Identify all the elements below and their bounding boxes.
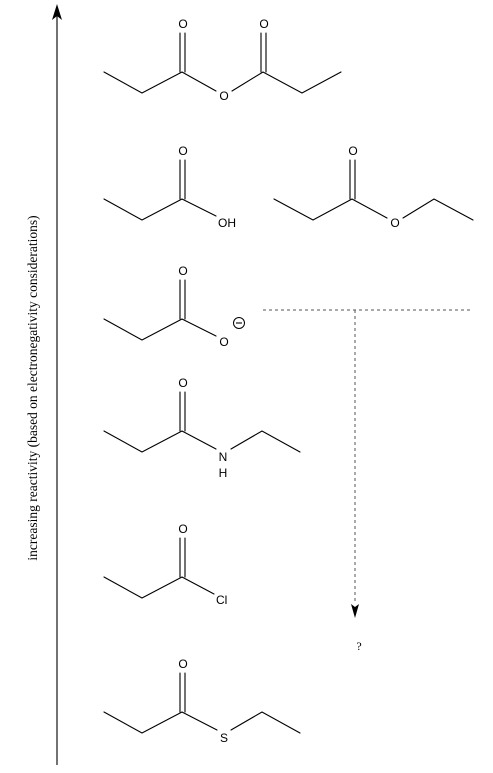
atom-oxygen: O	[390, 216, 399, 230]
molecule-propanoyl-chloride: O Cl	[103, 522, 227, 607]
arrow-down-icon	[351, 604, 359, 618]
axis-label: increasing reactivity (based on electron…	[25, 215, 40, 560]
molecule-n-ethylpropanamide: O N H	[103, 376, 301, 480]
molecule-ethyl-propanoate: O O	[273, 144, 474, 230]
bond-chain	[103, 576, 215, 599]
bond-chain	[103, 318, 217, 341]
bond-chain	[103, 430, 217, 453]
bond-chain	[402, 198, 474, 221]
bond-chain	[230, 711, 301, 734]
bond-chain	[103, 198, 217, 221]
atom-nitrogen: N	[219, 450, 228, 464]
atom-chlorine: Cl	[216, 593, 227, 607]
atom-oxygen: O	[178, 376, 187, 390]
atom-oxygen: O	[178, 17, 187, 31]
bond-chain	[273, 198, 388, 221]
atom-hydrogen: H	[219, 466, 228, 480]
axis-arrowhead	[52, 4, 62, 20]
atom-oxygen-anion: O	[219, 335, 228, 349]
bond-chain	[103, 711, 218, 734]
molecule-propanoic-acid: O OH	[103, 144, 236, 230]
molecule-propanoate: O O	[103, 264, 245, 349]
bond-chain	[230, 430, 301, 453]
bond-chain	[103, 71, 217, 94]
atom-oxygen: O	[178, 144, 187, 158]
negative-charge-icon	[233, 317, 245, 329]
atom-oxygen: O	[219, 89, 228, 103]
placement-guide: ?	[263, 309, 471, 653]
atom-oxygen: O	[178, 657, 187, 671]
molecule-propanoic-anhydride: O O O	[103, 17, 342, 103]
atom-oxygen: O	[259, 17, 268, 31]
atom-oxygen: O	[178, 522, 187, 536]
question-mark: ?	[356, 639, 361, 653]
reactivity-axis: increasing reactivity (based on electron…	[25, 4, 62, 765]
atom-oxygen: O	[178, 264, 187, 278]
atom-sulfur: S	[220, 731, 228, 745]
atom-hydroxyl: OH	[218, 216, 236, 230]
atom-oxygen: O	[348, 144, 357, 158]
bond-chain	[231, 71, 342, 94]
molecule-s-ethyl-propanethioate: O S	[103, 657, 301, 745]
